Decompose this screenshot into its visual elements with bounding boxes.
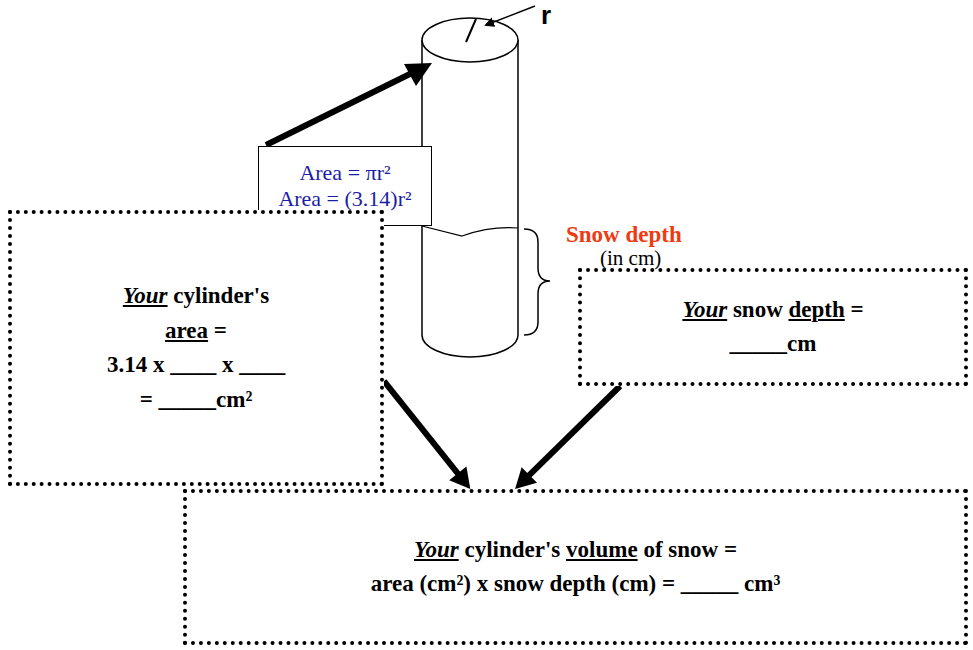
arrow-head bbox=[515, 467, 537, 489]
node-text: = bbox=[140, 383, 153, 418]
node-text: _____ bbox=[730, 327, 788, 362]
cylinder-body bbox=[422, 40, 518, 357]
arrow-head bbox=[404, 63, 432, 86]
node-text: depth (cm) bbox=[550, 567, 657, 602]
text-group: Yoursnowdepth=_____cm bbox=[682, 293, 863, 362]
node-text: cylinder's bbox=[464, 533, 560, 568]
node-text: depth bbox=[789, 293, 845, 328]
text-line: Area = (3.14)r² bbox=[278, 186, 411, 212]
node-text: _____ bbox=[159, 383, 217, 418]
node-text: Your bbox=[414, 533, 459, 568]
node-text: snow bbox=[733, 293, 783, 328]
text-group: Area = πr²Area = (3.14)r² bbox=[278, 160, 411, 213]
snow-surface bbox=[422, 226, 518, 236]
node-text: area bbox=[165, 314, 208, 349]
depth-box: Yoursnowdepth=_____cm bbox=[578, 268, 968, 386]
node-text: area (cm²) x snow bbox=[371, 567, 544, 602]
text-group: Yourcylinder'sarea=3.14 x ____ x ____=__… bbox=[107, 279, 285, 417]
unit-label: (in cm) bbox=[600, 246, 661, 271]
area-box: Yourcylinder'sarea=3.14 x ____ x ____=__… bbox=[8, 210, 384, 486]
depth-brace bbox=[524, 229, 550, 335]
arrow-shaft bbox=[384, 381, 460, 476]
node-text: Area = (3.14)r² bbox=[278, 186, 411, 212]
arrow-head bbox=[449, 467, 470, 489]
flow-arrow bbox=[384, 381, 470, 489]
node-text: cm² bbox=[216, 383, 252, 418]
depth-label: Snow depth bbox=[566, 222, 682, 248]
radius-label: r bbox=[541, 0, 551, 31]
text-line: Area = πr² bbox=[278, 160, 411, 186]
text-line: =_____cm² bbox=[107, 383, 285, 418]
node-text: = bbox=[851, 293, 864, 328]
text-line: area (cm²) x snowdepth (cm)= _____ cm³ bbox=[371, 567, 781, 602]
text-line: Yourcylinder's bbox=[107, 279, 285, 314]
node-text: Your bbox=[682, 293, 727, 328]
flow-arrow bbox=[515, 386, 620, 489]
node-text: cylinder's bbox=[173, 279, 269, 314]
text-line: area= bbox=[107, 314, 285, 349]
node-text: volume bbox=[566, 533, 638, 568]
radius-line bbox=[466, 19, 476, 42]
arrow-shaft bbox=[526, 386, 620, 478]
node-text: Area = πr² bbox=[299, 160, 390, 186]
node-text: cm bbox=[787, 327, 816, 362]
cylinder-top bbox=[422, 18, 518, 62]
leader-line bbox=[486, 6, 535, 25]
node-text: = bbox=[214, 314, 227, 349]
text-line: Yourcylinder'svolumeof snow = bbox=[371, 533, 781, 568]
text-line: 3.14 x ____ x ____ bbox=[107, 348, 285, 383]
node-text: Your bbox=[123, 279, 168, 314]
pointer-arrow bbox=[266, 72, 414, 145]
volume-box: Yourcylinder'svolumeof snow =area (cm²) … bbox=[183, 489, 968, 645]
node-text: = _____ cm³ bbox=[662, 567, 780, 602]
text-group: Yourcylinder'svolumeof snow =area (cm²) … bbox=[371, 533, 781, 602]
node-text: of snow = bbox=[643, 533, 737, 568]
text-line: Yoursnowdepth= bbox=[682, 293, 863, 328]
node-text: 3.14 x ____ x ____ bbox=[107, 348, 285, 383]
text-line: _____cm bbox=[682, 327, 863, 362]
